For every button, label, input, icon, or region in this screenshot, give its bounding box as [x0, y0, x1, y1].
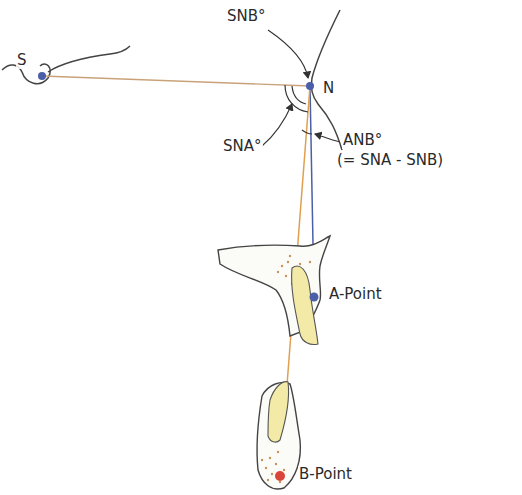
- point-label: N: [322, 80, 335, 97]
- point-label: B-Point: [298, 466, 353, 483]
- angle-label: SNB°: [226, 8, 267, 25]
- point-label: A-Point: [328, 286, 383, 303]
- angle-label: ANB°: [342, 132, 383, 149]
- formula-label: (= SNA - SNB): [336, 152, 444, 169]
- point-label: S: [16, 52, 28, 69]
- angle-label: SNA°: [222, 138, 263, 155]
